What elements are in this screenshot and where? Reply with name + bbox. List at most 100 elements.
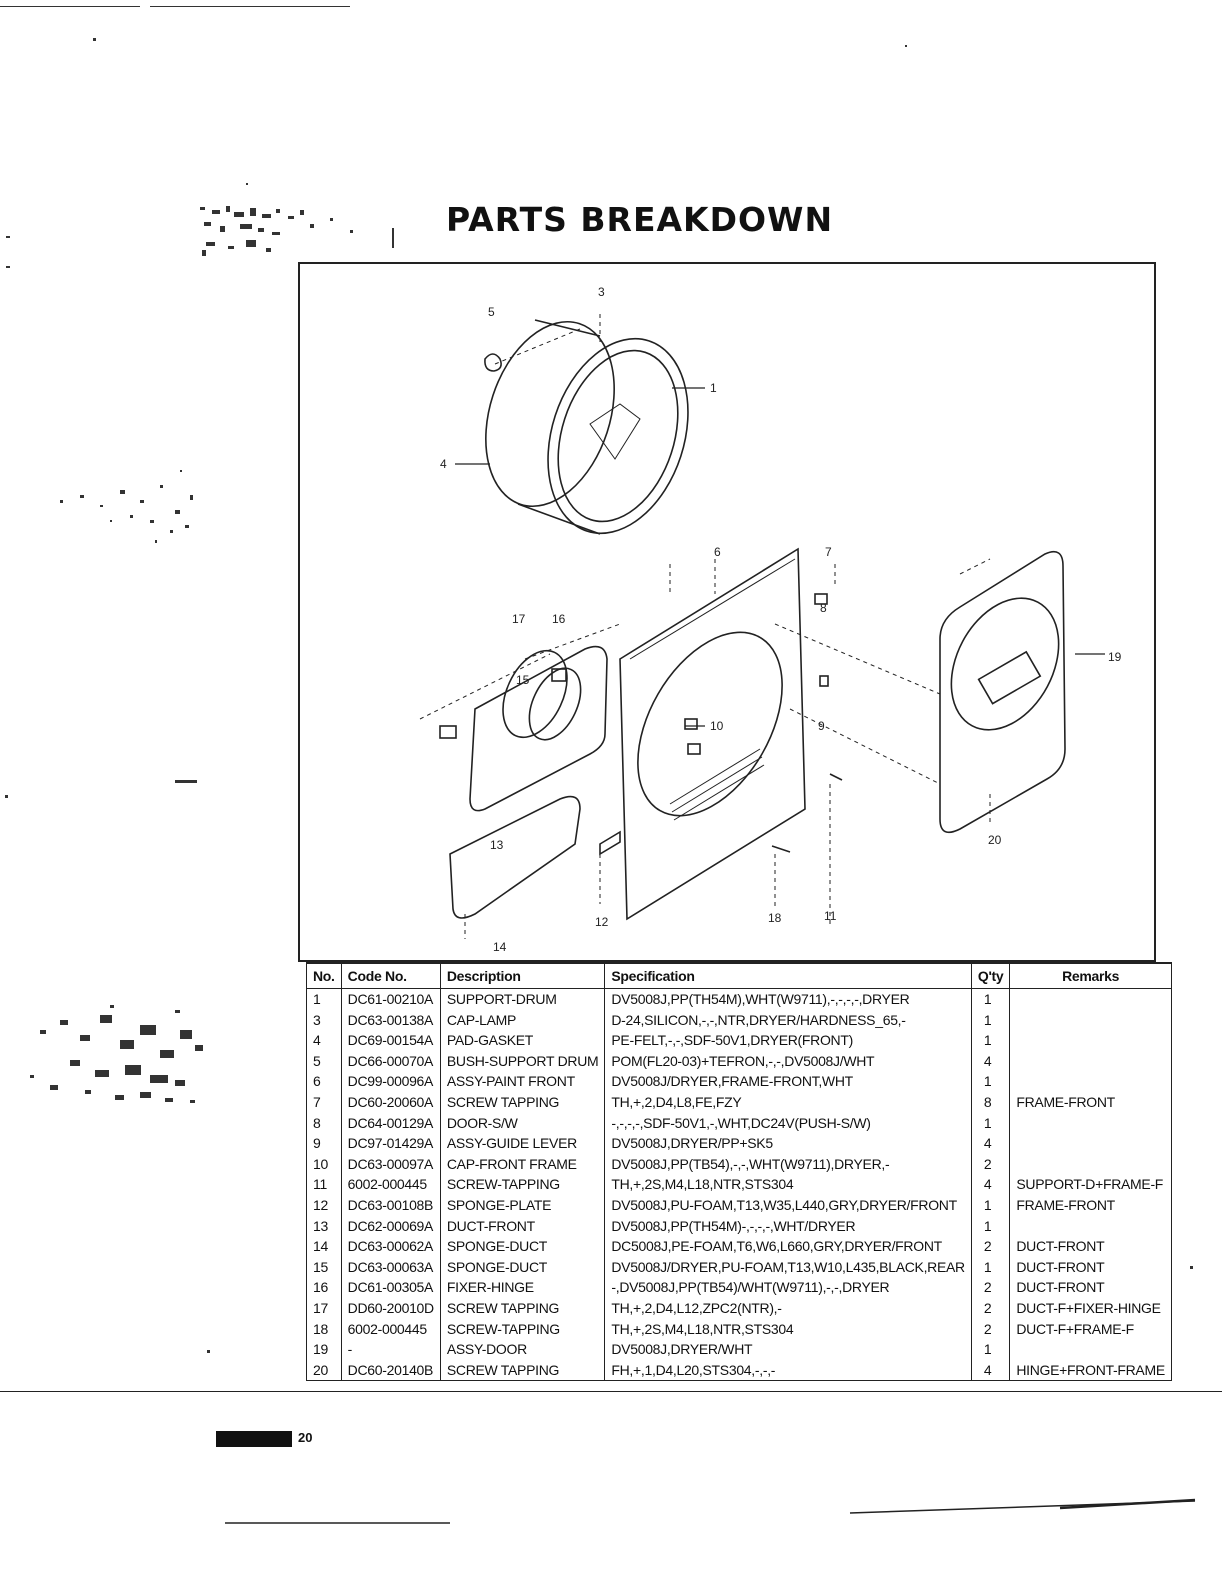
callout-label: 10: [710, 719, 724, 733]
cell-no: 14: [306, 1236, 342, 1257]
callout-label: 5: [488, 305, 495, 319]
cell-no: 5: [306, 1050, 342, 1072]
cell-description: BUSH-SUPPORT DRUM: [439, 1050, 606, 1072]
cell-specification: -,-,-,-,SDF-50V1,-,WHT,DC24V(PUSH-S/W): [604, 1112, 972, 1134]
callout-label: 6: [714, 545, 721, 559]
cell-qty: 4: [970, 1050, 1011, 1072]
cell-specification: DV5008J/DRYER,PU-FOAM,T13,W10,L435,BLACK…: [604, 1256, 972, 1278]
cell-remarks: [1009, 1009, 1172, 1031]
cell-qty: 4: [970, 1359, 1011, 1382]
cell-no: 10: [306, 1153, 342, 1175]
cell-remarks: DUCT-F+FIXER-HINGE: [1009, 1297, 1172, 1319]
cell-description: ASSY-GUIDE LEVER: [439, 1133, 606, 1154]
header-specification: Specification: [604, 962, 972, 989]
cell-code: DC60-20140B: [340, 1359, 441, 1382]
cell-specification: TH,+,2,D4,L12,ZPC2(NTR),-: [604, 1297, 972, 1319]
cell-no: 20: [306, 1359, 342, 1382]
cell-qty: 2: [970, 1236, 1011, 1257]
cell-code: DC66-00070A: [340, 1050, 441, 1072]
cell-remarks: DUCT-FRONT: [1009, 1277, 1172, 1298]
cell-remarks: DUCT-FRONT: [1009, 1256, 1172, 1278]
cell-qty: 4: [970, 1174, 1011, 1195]
sponge-duct-part: [449, 795, 581, 919]
cell-no: 9: [306, 1133, 342, 1154]
cell-remarks: [1009, 1339, 1172, 1360]
table-header-row: No. Code No. Description Specification Q…: [306, 962, 1172, 989]
parts-list-table: No. Code No. Description Specification Q…: [306, 962, 1172, 1382]
cell-no: 4: [306, 1030, 342, 1051]
cell-qty: 1: [970, 1339, 1011, 1360]
cell-code: 6002-000445: [340, 1318, 441, 1340]
cell-specification: DV5008J,PP(TH54M)-,-,-,-,WHT/DRYER: [604, 1215, 972, 1237]
cell-description: SCREW TAPPING: [439, 1091, 606, 1113]
cell-description: PAD-GASKET: [439, 1030, 606, 1051]
header-code: Code No.: [340, 962, 441, 989]
callout-label: 18: [768, 911, 782, 925]
cell-qty: 1: [970, 1256, 1011, 1278]
cell-code: 6002-000445: [340, 1174, 441, 1195]
cell-qty: 1: [970, 1071, 1011, 1092]
cell-qty: 2: [970, 1318, 1011, 1340]
cell-no: 18: [306, 1318, 342, 1340]
callout-label: 15: [516, 673, 530, 687]
cap-lamp-part: [484, 353, 502, 372]
cell-qty: 2: [970, 1297, 1011, 1319]
cell-no: 6: [306, 1071, 342, 1092]
exploded-view-diagram: 3 5 1 4 6 7 8 17 16 15 10 9 19 13 20 12 …: [298, 262, 1156, 962]
cell-code: DD60-20010D: [340, 1297, 441, 1319]
cell-qty: 1: [970, 1030, 1011, 1051]
header-qty: Q'ty: [970, 962, 1011, 989]
cell-remarks: [1009, 988, 1172, 1010]
cell-description: ASSY-PAINT FRONT: [439, 1071, 606, 1092]
cell-specification: DC5008J,PE-FOAM,T6,W6,L660,GRY,DRYER/FRO…: [604, 1236, 972, 1257]
cell-description: SCREW-TAPPING: [439, 1174, 606, 1195]
callout-label: 12: [595, 915, 609, 929]
callout-label: 11: [824, 909, 837, 923]
cell-code: DC63-00063A: [340, 1256, 441, 1278]
cell-specification: DV5008J,PP(TB54),-,-,WHT(W9711),DRYER,-: [604, 1153, 972, 1175]
cell-remarks: [1009, 1050, 1172, 1072]
callout-label: 9: [818, 719, 825, 733]
cell-no: 11: [306, 1174, 342, 1195]
support-drum-rear-ring: [485, 320, 615, 508]
cell-description: FIXER-HINGE: [439, 1277, 606, 1298]
cell-no: 1: [306, 988, 342, 1010]
callout-label: 7: [825, 545, 832, 559]
cell-remarks: [1009, 1071, 1172, 1092]
cell-code: DC63-00062A: [340, 1236, 441, 1257]
callout-label: 17: [512, 612, 526, 626]
cell-remarks: [1009, 1133, 1172, 1154]
cell-no: 15: [306, 1256, 342, 1278]
callout-label: 16: [552, 612, 566, 626]
cell-description: CAP-LAMP: [439, 1009, 606, 1031]
cell-specification: TH,+,2S,M4,L18,NTR,STS304: [604, 1174, 972, 1195]
cell-specification: D-24,SILICON,-,-,NTR,DRYER/HARDNESS_65,-: [604, 1009, 972, 1031]
cell-qty: 1: [970, 988, 1011, 1010]
cell-code: DC63-00138A: [340, 1009, 441, 1031]
cell-code: DC63-00108B: [340, 1194, 441, 1216]
header-remarks: Remarks: [1009, 962, 1172, 989]
cell-specification: FH,+,1,D4,L20,STS304,-,-,-: [604, 1359, 972, 1382]
footer-rule: [0, 1391, 1222, 1392]
cell-code: DC99-00096A: [340, 1071, 441, 1092]
cell-specification: TH,+,2S,M4,L18,NTR,STS304: [604, 1318, 972, 1340]
cell-description: SPONGE-DUCT: [439, 1256, 606, 1278]
cell-remarks: FRAME-FRONT: [1009, 1091, 1172, 1113]
cell-code: DC64-00129A: [340, 1112, 441, 1134]
callout-label: 13: [490, 838, 504, 852]
cell-remarks: [1009, 1153, 1172, 1175]
parts-drawing: 3 5 1 4 6 7 8 17 16 15 10 9 19 13 20 12 …: [419, 285, 1122, 954]
cell-code: DC62-00069A: [340, 1215, 441, 1237]
